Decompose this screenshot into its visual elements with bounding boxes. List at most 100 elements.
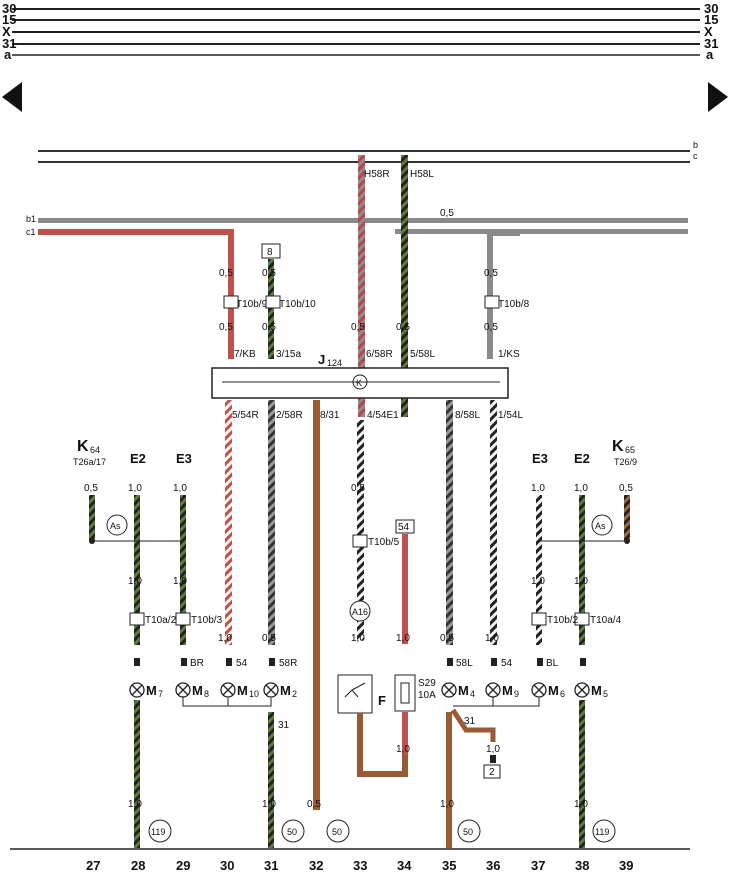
svg-text:1,0: 1,0 xyxy=(485,633,499,644)
wire-31-right xyxy=(450,708,496,742)
wire-switch-loop xyxy=(357,713,408,777)
line-label-b: b xyxy=(693,140,698,150)
fuse-out-size: 1,0 xyxy=(396,744,410,755)
fuse-rating: 10A xyxy=(418,690,436,701)
bus-label-30-right: 30 xyxy=(704,1,718,16)
svg-text:1,0: 1,0 xyxy=(574,799,588,810)
right-as-meter-icon xyxy=(591,514,613,536)
svg-text:0,5: 0,5 xyxy=(484,268,498,279)
svg-text:M: M xyxy=(458,683,469,698)
ground-tag xyxy=(490,755,496,763)
wire-ks xyxy=(487,230,520,359)
svg-text:M: M xyxy=(192,683,203,698)
fuse-name: S29 xyxy=(418,678,436,689)
k65-label: K xyxy=(612,438,624,455)
t10b5-connector xyxy=(352,534,368,548)
module-symbol: K xyxy=(356,378,362,388)
b1-wire-size: 0,5 xyxy=(440,208,454,219)
svg-text:1,0: 1,0 xyxy=(440,799,454,810)
lamp-tags xyxy=(134,658,586,666)
e3-left-label: E3 xyxy=(176,451,192,466)
svg-text:0,5: 0,5 xyxy=(396,322,410,333)
t10b2-label: T10b/2 xyxy=(547,615,579,626)
svg-text:0,5: 0,5 xyxy=(484,322,498,333)
t10a2-label: T10a/2 xyxy=(145,615,177,626)
fuse-icon xyxy=(400,682,410,704)
svg-text:8/58L: 8/58L xyxy=(455,410,480,421)
wire-h58r xyxy=(358,155,365,417)
ground-bar-right xyxy=(492,697,540,707)
line-label-b1: b1 xyxy=(26,214,36,224)
module-name: J xyxy=(318,352,325,367)
svg-text:38: 38 xyxy=(575,858,589,873)
module-sub: 124 xyxy=(327,358,342,368)
k64-conn: T26a/17 xyxy=(73,457,106,467)
t10a4-connector xyxy=(574,612,590,626)
svg-text:0,5: 0,5 xyxy=(307,799,321,810)
bottom-wire-sizes: 1,0 1,0 0,5 1,0 1,0 xyxy=(128,799,588,810)
e2-left-label: E2 xyxy=(130,451,146,466)
wire-54e1 xyxy=(357,420,364,640)
fuse-size: 1,0 xyxy=(396,633,410,644)
next-page-arrow-icon[interactable] xyxy=(708,82,728,112)
connector-8-label: 8 xyxy=(267,247,273,258)
svg-text:2/58R: 2/58R xyxy=(276,410,303,421)
e2-right-size: 1,0 xyxy=(574,483,588,494)
svg-text:1,0: 1,0 xyxy=(218,633,232,644)
left-as-label: As xyxy=(110,521,121,531)
top-connectors xyxy=(223,295,500,309)
k64-size: 0,5 xyxy=(84,483,98,494)
e3-left-size: 1,0 xyxy=(173,483,187,494)
svg-text:5/54R: 5/54R xyxy=(232,410,259,421)
line-label-c1: c1 xyxy=(26,227,36,237)
svg-text:50: 50 xyxy=(332,827,342,837)
a16-size: 1,0 xyxy=(351,633,365,644)
svg-text:M: M xyxy=(591,683,602,698)
a16-icon xyxy=(349,600,371,622)
svg-text:34: 34 xyxy=(397,858,412,873)
svg-text:119: 119 xyxy=(151,827,165,837)
bus-label-x-right: X xyxy=(704,24,713,39)
svg-text:1/KS: 1/KS xyxy=(498,349,520,360)
svg-text:50: 50 xyxy=(287,827,297,837)
bus-label-31-left: 31 xyxy=(2,36,16,51)
svg-text:0,5: 0,5 xyxy=(262,322,276,333)
svg-text:8: 8 xyxy=(204,689,209,699)
bus-label-15-left: 15 xyxy=(2,12,16,27)
e3-left-size-2: 1,0 xyxy=(173,576,187,587)
previous-page-arrow-icon[interactable] xyxy=(2,82,22,112)
svg-text:8/31: 8/31 xyxy=(320,410,340,421)
connector-54 xyxy=(395,519,415,534)
e2-right-size-2: 1,0 xyxy=(574,576,588,587)
svg-text:6/58R: 6/58R xyxy=(366,349,393,360)
t10a2-connector xyxy=(129,612,145,626)
wire-e2-right xyxy=(579,495,585,645)
wire-54r xyxy=(225,400,232,645)
t10b2-connector xyxy=(531,612,547,626)
svg-text:4: 4 xyxy=(470,689,475,699)
svg-text:5: 5 xyxy=(603,689,608,699)
svg-text:M: M xyxy=(548,683,559,698)
e2-right-label: E2 xyxy=(574,451,590,466)
svg-text:1,0: 1,0 xyxy=(128,799,142,810)
b1-line-right xyxy=(395,229,688,234)
lamp-icons xyxy=(129,682,590,698)
top-pin-labels: 0,5 0,5 0,5 0,5 0,5 0,5 0,5 0,5 T10b/9 T… xyxy=(219,268,530,360)
svg-text:0,5: 0,5 xyxy=(219,322,233,333)
bus-label-30-left: 30 xyxy=(2,1,16,16)
bus-label-15-right: 15 xyxy=(704,12,718,27)
wire-58l xyxy=(446,400,453,645)
svg-text:T10b/9: T10b/9 xyxy=(236,299,268,310)
line-label-c: c xyxy=(693,151,698,161)
lamp-tag-54a: 54 xyxy=(236,658,248,669)
bus-label-a-left: a xyxy=(4,47,12,62)
lamp-wire-sizes: 1,0 0,5 0,5 1,0 xyxy=(218,633,499,644)
wire-e2-left xyxy=(134,495,140,645)
svg-text:4/54E1: 4/54E1 xyxy=(367,410,399,421)
wire-m7-ground xyxy=(134,700,140,848)
k65-size: 0,5 xyxy=(619,483,633,494)
svg-text:39: 39 xyxy=(619,858,633,873)
bus-label-x-left: X xyxy=(2,24,11,39)
ground-31-right: 31 xyxy=(464,716,476,727)
